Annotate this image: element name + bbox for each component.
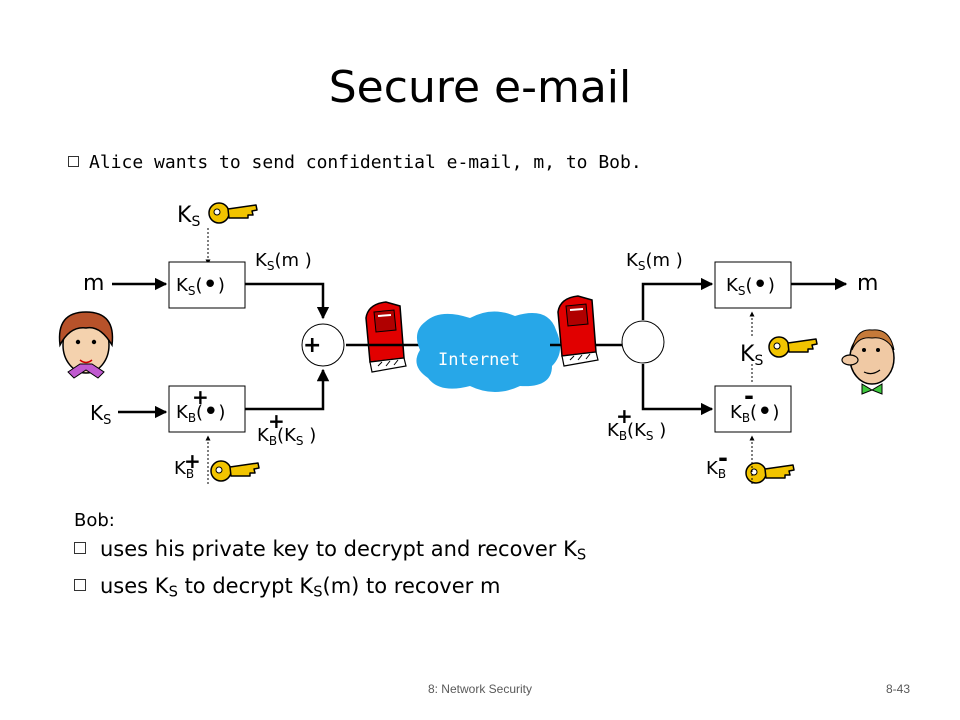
session-key-icon	[208, 202, 258, 224]
bob-step-2-part3: (m) to recover m	[322, 573, 501, 598]
private-key-icon	[745, 462, 795, 484]
bob-step-2-part1: uses K	[100, 573, 169, 598]
kb-ks-right-plus: +	[616, 404, 633, 428]
kb-plus-encrypt-label: KB(•)	[176, 397, 225, 427]
internet-cloud	[416, 311, 561, 392]
ks-m-right-label: KS(m )	[626, 250, 683, 273]
bullet-box-icon	[68, 156, 79, 167]
kb-plus-sign: +	[192, 385, 209, 409]
alice-icon	[58, 311, 114, 379]
symmetric-encrypt-box	[168, 261, 246, 309]
intro-bullet: Alice wants to send confidential e-mail,…	[68, 150, 642, 176]
ks-m-right-arrow	[641, 277, 714, 320]
bob-step-2-part2: to decrypt K	[177, 573, 314, 598]
kb-minus-bottom-label: KB	[706, 458, 726, 481]
ks-bottom-left-label: KS	[90, 401, 111, 428]
combiner-plus: +	[303, 333, 321, 358]
internet-label: Internet	[438, 350, 520, 370]
splitter-circle	[621, 320, 665, 364]
kb-plus-bottom-sign: +	[184, 449, 201, 473]
bob-step-2-sub2: S	[313, 583, 323, 601]
bob-heading: Bob:	[74, 510, 115, 531]
bob-steps: Bob: uses his private key to decrypt and…	[74, 508, 586, 607]
kb-ks-left-label: KB(KS )	[257, 425, 316, 448]
left-mailbox-icon	[365, 301, 407, 373]
kb-plus-bottom-label: KB	[174, 458, 194, 481]
kb-minus-sign: -	[744, 382, 754, 410]
message-m-right: m	[857, 271, 878, 296]
kb-ks-left-arrow	[245, 368, 330, 411]
intro-bullet-text: Alice wants to send confidential e-mail,…	[89, 152, 642, 173]
ks-recovered-label: KS	[740, 342, 763, 369]
right-mailbox-icon	[557, 295, 599, 367]
bullet-box-icon	[74, 542, 86, 554]
message-m-left: m	[83, 271, 104, 296]
kb-minus-bottom-sign: -	[718, 444, 728, 472]
bob-icon	[841, 329, 895, 395]
footer-course: 8: Network Security	[427, 682, 533, 696]
bullet-box-icon	[74, 578, 86, 591]
combiner-circle	[301, 323, 345, 367]
bob-step-1: uses his private key to decrypt and reco…	[74, 534, 586, 571]
bob-step-2-sub1: S	[168, 583, 178, 601]
symmetric-decrypt-box	[714, 261, 792, 309]
private-key-decrypt-box	[714, 385, 792, 433]
kb-ks-left-plus: +	[268, 409, 285, 433]
bob-step-2: uses KS to decrypt KS(m) to recover m	[74, 571, 586, 608]
slide-title: Secure e-mail	[328, 62, 632, 113]
footer-page-number: 8-43	[885, 682, 910, 696]
bob-step-1-text: uses his private key to decrypt and reco…	[100, 537, 577, 561]
ks-m-left-label: KS(m )	[255, 250, 312, 273]
ks-m-left-arrow	[245, 282, 330, 320]
ks-top-left-label: KS	[177, 203, 200, 230]
public-key-icon	[210, 460, 260, 482]
bob-step-1-sub: S	[576, 546, 587, 564]
recovered-session-key-icon	[768, 336, 818, 358]
kb-minus-decrypt-label: KB(•)	[730, 397, 779, 427]
ks-encrypt-label: KS(•)	[176, 270, 225, 300]
ks-decrypt-label: KS(•)	[726, 270, 775, 300]
kb-ks-right-arrow	[641, 364, 714, 416]
kb-ks-right-label: KB(KS )	[607, 420, 666, 443]
